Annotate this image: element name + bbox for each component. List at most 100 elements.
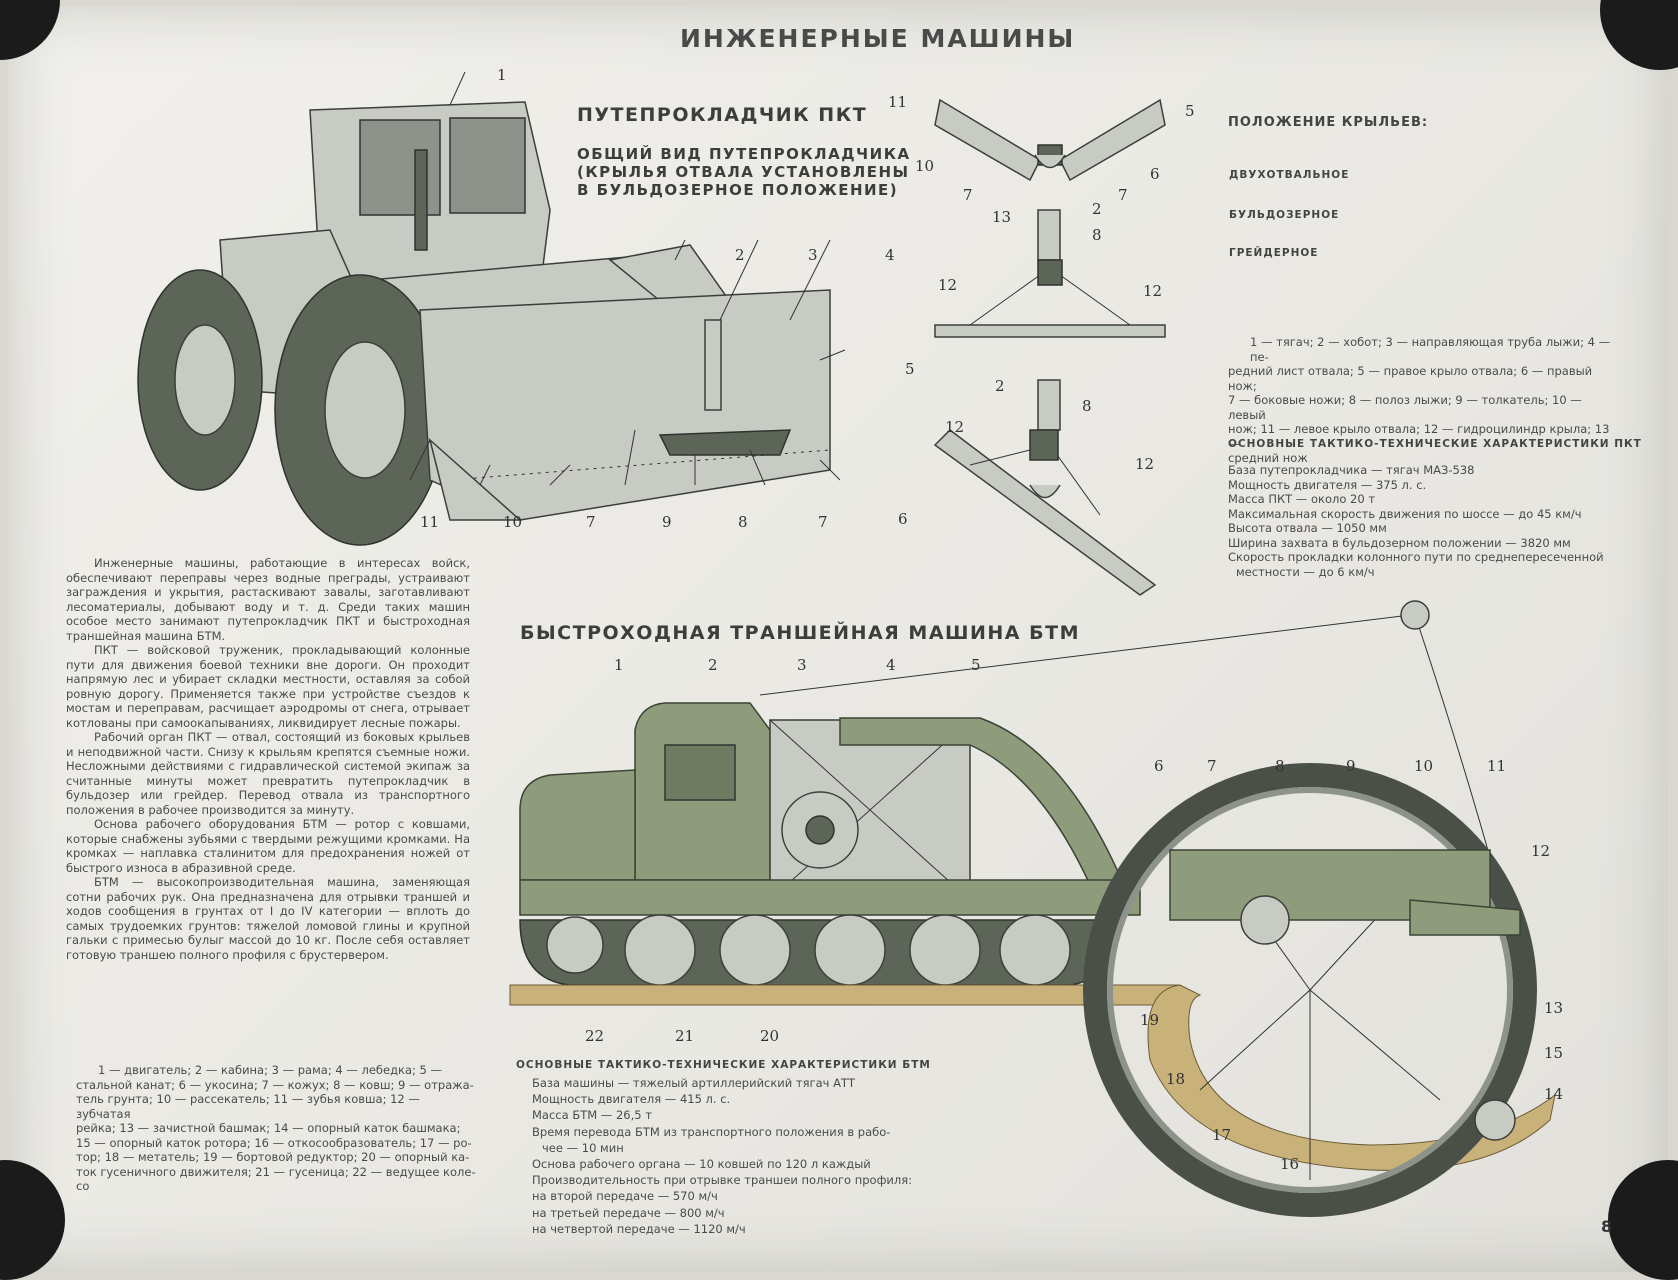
btm-callout-8: 8: [1275, 757, 1285, 775]
wing-mid-callout-8: 8: [1082, 397, 1092, 415]
intro-paragraph-4: Основа рабочего оборудования БТМ — ротор…: [66, 817, 470, 875]
wing-top-callout-10: 10: [915, 157, 935, 175]
pkt-callout-7a: 7: [586, 513, 596, 531]
btm-specs-heading: ОСНОВНЫЕ ТАКТИКО-ТЕХНИЧЕСКИЕ ХАРАКТЕРИСТ…: [516, 1059, 931, 1071]
pkt-legend-line-3: 7 — боковые ножи; 8 — полоз лыжи; 9 — то…: [1228, 393, 1582, 422]
wing-mid-callout-12b: 12: [1143, 282, 1163, 300]
pkt-spec-line-7: Скорость прокладки колонного пути по сре…: [1228, 550, 1604, 564]
btm-callout-16: 16: [1280, 1155, 1300, 1173]
pkt-spec-line-5: Высота отвала — 1050 мм: [1228, 521, 1387, 535]
poster-title: ИНЖЕНЕРНЫЕ МАШИНЫ: [680, 24, 1076, 53]
intro-text: Инженерные машины, работающие в интереса…: [66, 556, 470, 962]
btm-callout-12: 12: [1531, 842, 1551, 860]
btm-callout-19: 19: [1140, 1011, 1160, 1029]
btm-spec-line-3: Масса БТМ — 26,5 т: [532, 1108, 652, 1123]
position-bulldozer: БУЛЬДОЗЕРНОЕ: [1229, 209, 1340, 221]
pkt-subheading-line-2: (КРЫЛЬЯ ОТВАЛА УСТАНОВЛЕНЫ: [577, 163, 910, 181]
btm-specs: База машины — тяжелый артиллерийский тяг…: [532, 1075, 932, 1237]
btm-spec-line-10: на четвертой передаче — 1120 м/ч: [532, 1221, 746, 1236]
btm-legend-line-7: ток гусеничного движителя; 21 — гусеница…: [76, 1164, 476, 1179]
pkt-legend-line-1: 1 — тягач; 2 — хобот; 3 — направляющая т…: [1250, 335, 1611, 364]
btm-callout-7: 7: [1207, 757, 1217, 775]
btm-legend-line-5: 15 — опорный каток ротора; 16 — откосооб…: [76, 1135, 472, 1150]
intro-paragraph-5: БТМ — высокопроизводительная машина, зам…: [66, 875, 470, 962]
pkt-heading: ПУТЕПРОКЛАДЧИК ПКТ: [577, 104, 868, 126]
pkt-callout-8: 8: [738, 513, 748, 531]
btm-callout-21: 21: [675, 1027, 695, 1045]
poster-sheet: [8, 6, 1668, 1272]
btm-legend: 1 — двигатель; 2 — кабина; 3 — рама; 4 —…: [76, 1063, 476, 1194]
btm-spec-line-9: на третьей передаче — 800 м/ч: [532, 1205, 725, 1220]
btm-legend-line-6: тор; 18 — метатель; 19 — бортовой редукт…: [76, 1150, 470, 1164]
wing-top-callout-6: 6: [1150, 165, 1160, 183]
btm-callout-11: 11: [1487, 757, 1507, 775]
wing-top-callout-8: 8: [1092, 226, 1102, 244]
btm-spec-line-7: Производительность при отрывке траншеи п…: [532, 1173, 913, 1188]
btm-callout-14: 14: [1544, 1085, 1564, 1103]
position-grader: ГРЕЙДЕРНОЕ: [1229, 247, 1319, 259]
pkt-spec-line-6: Ширина захвата в бульдозерном положении …: [1228, 535, 1571, 550]
btm-callout-17: 17: [1212, 1126, 1232, 1144]
intro-paragraph-2: ПКТ — войсковой труженик, прокладывающий…: [66, 643, 470, 730]
btm-illustration: [509, 600, 1556, 1217]
pkt-legend: 1 — тягач; 2 — хобот; 3 — направляющая т…: [1228, 335, 1618, 466]
wing-top-callout-5: 5: [1185, 102, 1195, 120]
wing-top-callout-7a: 7: [963, 186, 973, 204]
pkt-callout-7b: 7: [818, 513, 828, 531]
btm-callout-6: 6: [1154, 757, 1164, 775]
btm-callout-9: 9: [1346, 757, 1356, 775]
pkt-callout-10: 10: [503, 513, 523, 531]
pkt-callout-4: 4: [885, 246, 895, 264]
pkt-callout-5: 5: [905, 360, 915, 378]
pkt-legend-line-4: нож; 11 — левое крыло отвала; 12 — гидро…: [1228, 422, 1610, 451]
btm-spec-line-5: чее — 10 мин: [542, 1140, 624, 1155]
pkt-spec-line-2: Мощность двигателя — 375 л. с.: [1228, 477, 1427, 492]
btm-callout-18: 18: [1166, 1070, 1186, 1088]
btm-callout-1: 1: [614, 656, 624, 674]
wing-bot-callout-12b: 12: [1135, 455, 1155, 473]
btm-callout-15: 15: [1544, 1044, 1564, 1062]
btm-callout-22: 22: [585, 1027, 605, 1045]
btm-legend-line-1: 1 — двигатель; 2 — кабина; 3 — рама; 4 —…: [98, 1063, 443, 1077]
btm-legend-line-8: со: [76, 1179, 90, 1193]
btm-spec-line-8: на второй передаче — 570 м/ч: [532, 1189, 718, 1204]
btm-callout-13: 13: [1544, 999, 1564, 1017]
btm-callout-10: 10: [1414, 757, 1434, 775]
btm-callout-4: 4: [886, 656, 896, 674]
wing-top-callout-2: 2: [1092, 200, 1102, 218]
btm-spec-line-2: Мощность двигателя — 415 л. с.: [532, 1092, 731, 1107]
pkt-spec-line-3: Масса ПКТ — около 20 т: [1228, 492, 1376, 506]
wing-bot-callout-12a: 12: [945, 418, 965, 436]
wing-top-callout-11: 11: [888, 93, 908, 111]
btm-heading: БЫСТРОХОДНАЯ ТРАНШЕЙНАЯ МАШИНА БТМ: [520, 622, 1080, 644]
pkt-specs-heading: ОСНОВНЫЕ ТАКТИКО-ТЕХНИЧЕСКИЕ ХАРАКТЕРИСТ…: [1228, 438, 1642, 450]
position-double-blade: ДВУХОТВАЛЬНОЕ: [1229, 169, 1350, 181]
pkt-specs: База путепрокладчика — тягач МАЗ-538 Мощ…: [1228, 463, 1628, 579]
btm-spec-line-6: Основа рабочего органа — 10 ковшей по 12…: [532, 1157, 871, 1172]
wing-mid-callout-2: 2: [995, 377, 1005, 395]
wing-top-callout-7b: 7: [1118, 186, 1128, 204]
wing-position-diagrams: [933, 98, 1166, 596]
pkt-callout-1: 1: [497, 66, 507, 84]
intro-paragraph-1: Инженерные машины, работающие в интереса…: [66, 556, 470, 643]
pkt-callout-3: 3: [808, 246, 818, 264]
btm-callout-5: 5: [971, 656, 981, 674]
btm-callout-3: 3: [797, 656, 807, 674]
pkt-legend-line-2: редний лист отвала; 5 — правое крыло отв…: [1228, 364, 1593, 393]
btm-spec-line-1: База машины — тяжелый артиллерийский тяг…: [532, 1076, 855, 1090]
btm-callout-20: 20: [760, 1027, 780, 1045]
wing-mid-callout-12a: 12: [938, 276, 958, 294]
pkt-spec-line-1: База путепрокладчика — тягач МАЗ-538: [1228, 463, 1475, 477]
wing-top-callout-13: 13: [992, 208, 1012, 226]
pkt-callout-6: 6: [898, 510, 908, 528]
pkt-subheading-line-3: В БУЛЬДОЗЕРНОЕ ПОЛОЖЕНИЕ): [577, 181, 899, 199]
pkt-legend-line-5: средний нож: [1228, 451, 1308, 465]
btm-legend-line-2: стальной канат; 6 — укосина; 7 — кожух; …: [76, 1077, 474, 1092]
pkt-subheading: ОБЩИЙ ВИД ПУТЕПРОКЛАДЧИКА (КРЫЛЬЯ ОТВАЛА…: [577, 145, 911, 199]
btm-legend-line-3: тель грунта; 10 — рассекатель; 11 — зубь…: [76, 1092, 420, 1121]
positions-heading: ПОЛОЖЕНИЕ КРЫЛЬЕВ:: [1228, 115, 1429, 130]
pkt-spec-line-4: Максимальная скорость движения по шоссе …: [1228, 506, 1582, 521]
pkt-callout-9: 9: [662, 513, 672, 531]
pkt-callout-2: 2: [735, 246, 745, 264]
btm-spec-line-4: Время перевода БТМ из транспортного поло…: [532, 1124, 891, 1139]
